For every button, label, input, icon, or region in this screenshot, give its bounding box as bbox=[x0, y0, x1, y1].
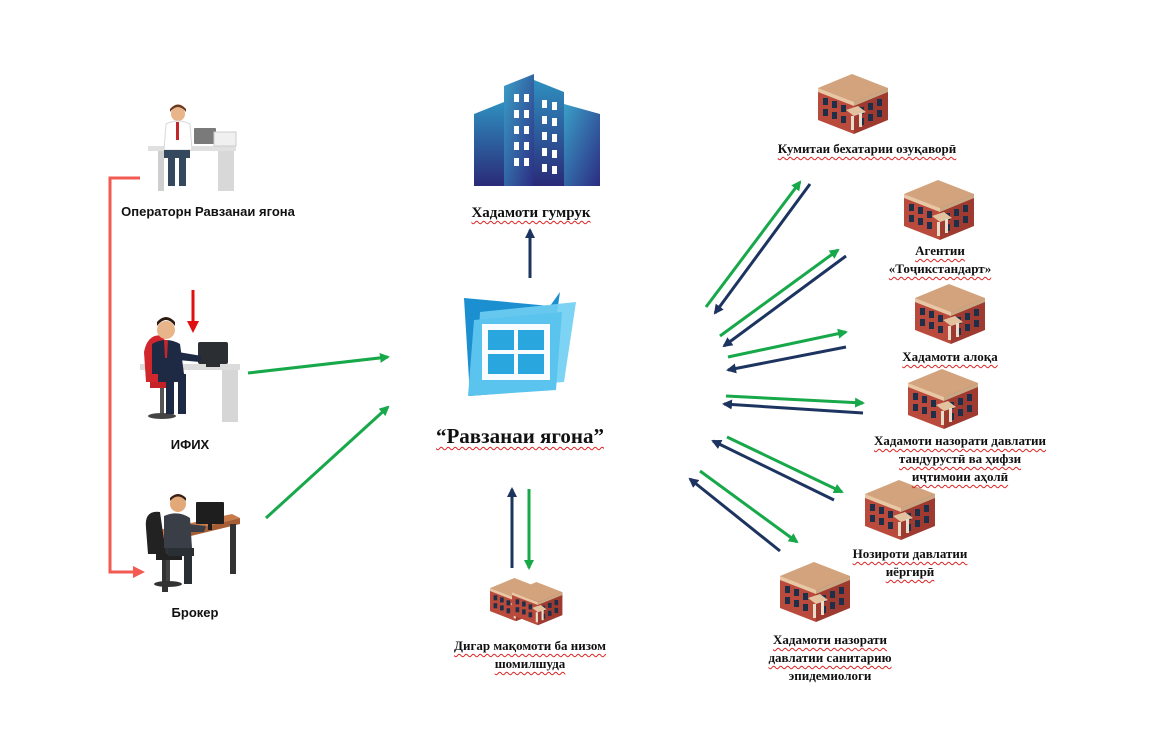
hub-label: “Равзанаи ягона” bbox=[435, 424, 605, 448]
agency-building-5 bbox=[865, 480, 935, 540]
agency-label-6-line3: эпидемиологи bbox=[788, 668, 872, 683]
agency-label-6-line2: давлатии санитарию bbox=[768, 650, 892, 665]
single-window-icon bbox=[464, 292, 576, 396]
agency-label-4-line2: тандурустӣ ва ҳифзи bbox=[898, 451, 1022, 466]
agency-label-6: Хадамоти назорати давлатии санитарию эпи… bbox=[740, 631, 920, 685]
agency-building-4 bbox=[908, 369, 978, 429]
broker-at-desk-icon bbox=[145, 494, 240, 592]
office-worker-at-desk-icon bbox=[148, 104, 237, 191]
agency-label-4-line3: иҷтимоии аҳолӣ bbox=[911, 469, 1009, 484]
agency-label-2: Агентии «Тоҷикстандарт» bbox=[860, 242, 1020, 278]
businessman-at-computer-icon bbox=[140, 317, 240, 422]
agency-label-6-line1: Хадамоти назорати bbox=[772, 632, 887, 647]
agency-building-1 bbox=[818, 74, 888, 134]
agency-label-4: Хадамоти назорати давлатии тандурустӣ ва… bbox=[850, 432, 1070, 486]
ifih-to-hub-arrow bbox=[247, 352, 390, 375]
agency-label-4-line1: Хадамоти назорати давлатии bbox=[873, 433, 1046, 448]
agency-label-5-line1: Нозироти давлатии bbox=[852, 546, 968, 561]
other-bodies-label-line2: шомилшуда bbox=[494, 656, 566, 671]
agency-arrows bbox=[688, 180, 865, 553]
agency-label-2-line1: Агентии bbox=[915, 243, 965, 258]
agency-label-3: Хадамоти алоқа bbox=[902, 349, 998, 364]
broker-label: Брокер bbox=[171, 605, 219, 620]
agency-label-1: Кумитаи бехатарии озуқаворӣ bbox=[777, 141, 957, 156]
other-bodies-label: Дигар мақомоти ба низом шомилшуда bbox=[430, 637, 630, 673]
buildings-group-icon bbox=[490, 578, 563, 626]
agency-label-5: Нозироти давлатии иёргирӣ bbox=[830, 545, 990, 581]
other-bodies-label-line1: Дигар мақомоти ба низом bbox=[454, 638, 606, 653]
customs-label: Хадамоти гумрук bbox=[471, 205, 591, 221]
agency-building-3 bbox=[915, 284, 985, 344]
broker-to-hub-arrow bbox=[264, 405, 390, 520]
agency-building-2 bbox=[904, 180, 974, 240]
agency-label-2-line2: «Тоҷикстандарт» bbox=[888, 261, 992, 276]
ifih-label: ИФИХ bbox=[170, 437, 210, 452]
agency-label-5-line2: иёргирӣ bbox=[885, 564, 935, 579]
operator-label: Операторн Равзанаи ягона bbox=[121, 204, 295, 219]
operator-connector bbox=[108, 176, 145, 578]
office-tower-icon bbox=[474, 74, 600, 186]
